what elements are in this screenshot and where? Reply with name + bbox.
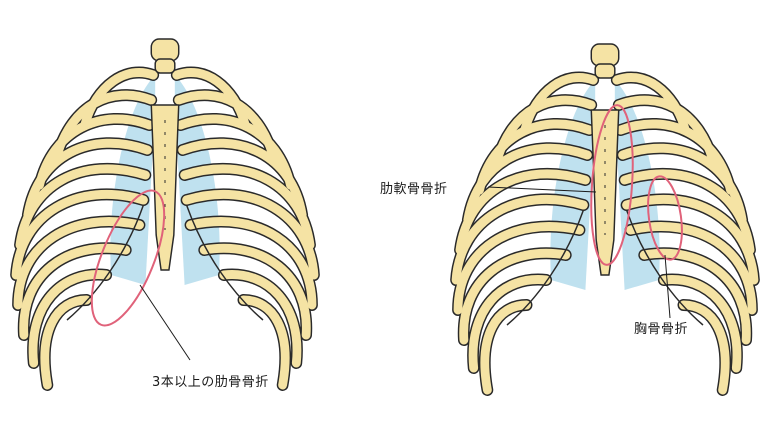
label-multiple-rib-fracture: 3本以上の肋骨骨折 <box>152 375 269 390</box>
right-rib-cage <box>456 44 754 390</box>
cartilage-fracture-marker <box>590 104 634 266</box>
leader-line-sternum-fracture <box>664 254 671 319</box>
label-costal-cartilage-fracture: 肋軟骨骨折 <box>380 182 448 197</box>
leader-line-cartilage-fracture <box>487 186 597 193</box>
sternum-fracture-marker <box>647 175 683 261</box>
rib-fracture-marker <box>90 189 166 327</box>
label-sternum-fracture: 胸骨骨折 <box>634 322 689 337</box>
leader-line-rib-fracture <box>139 284 191 361</box>
